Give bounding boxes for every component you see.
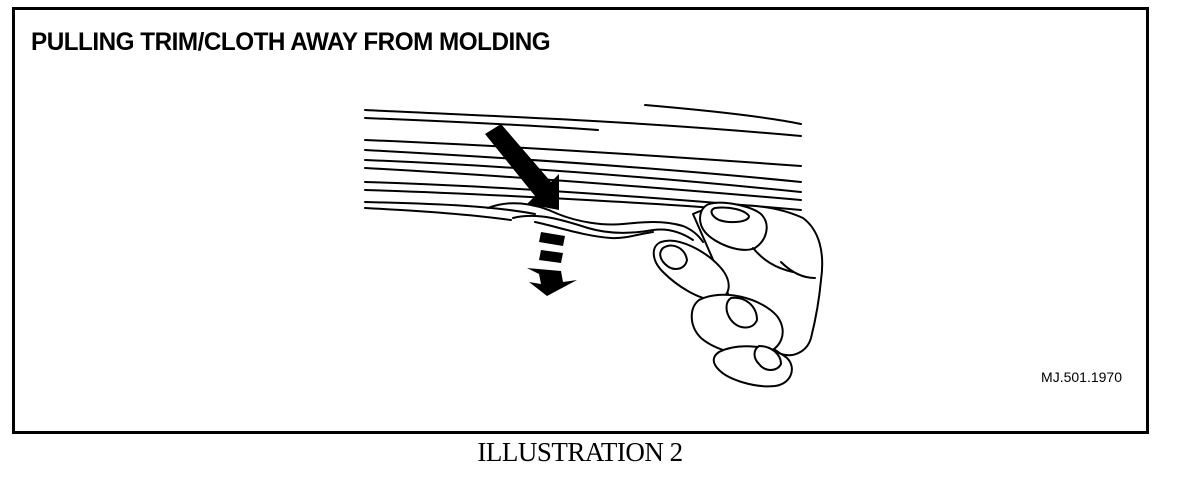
- molding-line: [364, 159, 802, 193]
- pull-arrow-icon: [527, 232, 577, 296]
- molding-line: [364, 167, 802, 201]
- molding-line: [364, 201, 536, 215]
- molding-line: [364, 109, 802, 137]
- illustration-frame: PULLING TRIM/CLOTH AWAY FROM MOLDING: [12, 7, 1149, 434]
- molding-line: [644, 104, 802, 125]
- illustration-caption: ILLUSTRATION 2: [477, 437, 683, 467]
- illustration-title: PULLING TRIM/CLOTH AWAY FROM MOLDING: [31, 28, 551, 56]
- thumbnail: [710, 206, 750, 224]
- ring-fingernail: [753, 345, 782, 371]
- molding-line: [364, 189, 714, 209]
- molding-lines: [364, 104, 802, 221]
- molding-line: [364, 139, 802, 167]
- reference-code: MJ.501.1970: [1041, 369, 1122, 385]
- molding-line: [364, 207, 512, 221]
- trim-removal-drawing: [364, 104, 824, 388]
- middle-fingernail: [725, 296, 758, 329]
- pulled-trim-cloth: [487, 202, 704, 243]
- index-fingernail: [659, 244, 688, 270]
- hand: [652, 201, 824, 388]
- molding-line: [364, 117, 599, 131]
- molding-line: [364, 149, 802, 183]
- push-arrow-icon: [485, 124, 559, 210]
